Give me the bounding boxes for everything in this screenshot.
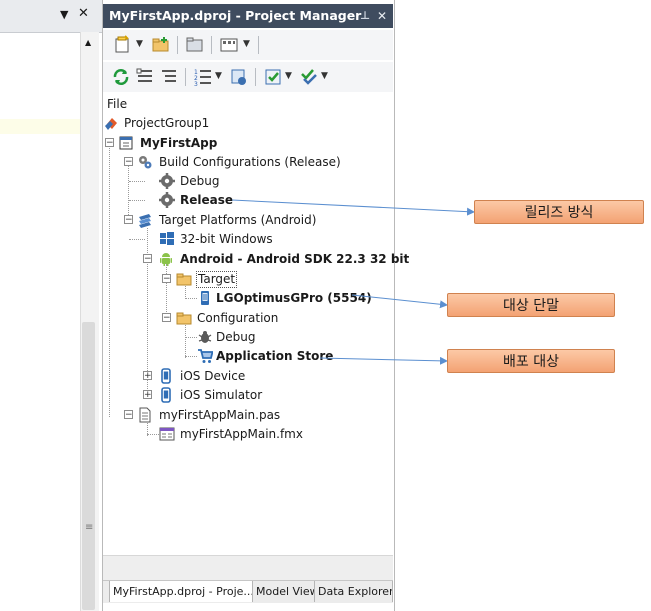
folder-icon — [176, 312, 192, 325]
build-all-icon[interactable] — [299, 67, 319, 87]
toolbar-row-1: ▼ ▼ — [103, 30, 393, 60]
arrow-to-device — [351, 294, 448, 309]
arrow-to-app-store — [319, 356, 448, 365]
deploy-icon[interactable] — [229, 67, 249, 87]
expand-icon[interactable]: + — [143, 390, 152, 400]
tree-guide — [128, 166, 129, 223]
tree-item-label: Release — [180, 193, 234, 207]
tree-item-label: iOS Device — [180, 369, 246, 383]
tab-project-manager[interactable]: MyFirstApp.dproj - Proje... — [109, 581, 253, 602]
expand-all-icon[interactable] — [135, 67, 155, 87]
svg-text:1: 1 — [194, 69, 198, 76]
collapse-icon[interactable]: − — [143, 254, 152, 264]
tree-guide — [185, 322, 186, 358]
tree-item-label: Configuration — [197, 311, 279, 325]
tree-item-label: Build Configurations (Release) — [159, 155, 341, 169]
collapse-icon[interactable]: − — [124, 157, 133, 167]
project-icon — [119, 136, 133, 150]
fmx-form-icon — [159, 427, 175, 441]
dropdown-arrow-icon[interactable]: ▼ — [285, 71, 292, 81]
callout-deploy-target: 배포 대상 — [447, 349, 615, 373]
dropdown-arrow-icon[interactable]: ▼ — [136, 39, 143, 49]
grip-icon: ≡ — [85, 522, 94, 533]
pas-file-icon — [139, 407, 151, 423]
tree-guide — [185, 283, 186, 299]
gears-icon — [139, 156, 152, 169]
collapse-icon[interactable]: − — [124, 215, 133, 225]
collapse-icon[interactable]: − — [162, 313, 171, 323]
arrow-to-release — [231, 199, 475, 216]
device-icon — [201, 291, 209, 305]
expand-icon[interactable]: + — [143, 371, 152, 381]
bottom-tab-bar: MyFirstApp.dproj - Proje... Model View D… — [103, 580, 393, 603]
tree-item-label: myFirstAppMain.pas — [159, 408, 281, 422]
tree-item-label: ProjectGroup1 — [124, 116, 210, 130]
tree-item-label: Application Store — [216, 349, 334, 363]
tree-item-label: Debug — [180, 174, 220, 188]
tree-guide — [147, 420, 148, 436]
sync-icon[interactable] — [111, 67, 131, 87]
tree-guide — [109, 146, 110, 417]
tab-data-explorer[interactable]: Data Explorer — [315, 581, 393, 602]
tree-item-label: MyFirstApp — [140, 136, 218, 150]
folder-icon — [176, 273, 192, 286]
sort-list-icon[interactable]: 123 — [193, 67, 213, 87]
ios-simulator-icon — [161, 387, 171, 403]
dropdown-arrow-icon[interactable]: ▼ — [215, 71, 222, 81]
shopping-cart-icon — [198, 349, 213, 363]
collapse-icon[interactable]: − — [105, 138, 114, 148]
add-folder-icon[interactable] — [151, 35, 171, 55]
remove-icon[interactable] — [185, 35, 205, 55]
tree-item-label: Android - Android SDK 22.3 32 bit — [180, 252, 410, 266]
tab-model-view[interactable]: Model View — [253, 581, 315, 602]
panel-footer-strip — [103, 555, 393, 580]
callout-release: 릴리즈 방식 — [474, 200, 644, 224]
panel-title: MyFirstApp.dproj - Project Manager — [109, 8, 362, 23]
file-column-header: File — [107, 97, 128, 111]
project-manager-titlebar: MyFirstApp.dproj - Project Manager ⊥ ✕ — [103, 4, 393, 28]
tree-item-label: Target Platforms (Android) — [159, 213, 317, 227]
callout-target-device: 대상 단말 — [447, 293, 615, 317]
editor-current-line-highlight — [0, 119, 80, 134]
new-item-icon[interactable] — [113, 35, 133, 55]
svg-text:2: 2 — [194, 75, 198, 82]
tree-item-label: Debug — [216, 330, 256, 344]
scroll-up-icon[interactable]: ▲ — [85, 38, 92, 47]
project-group-icon — [105, 118, 117, 130]
tree-item-label: Target — [196, 271, 238, 288]
left-panel-header: ▼ ✕ — [0, 0, 102, 33]
android-icon — [160, 253, 172, 266]
check-build-icon[interactable] — [263, 67, 283, 87]
tree-item-label: 32-bit Windows — [180, 232, 273, 246]
collapse-icon[interactable]: − — [124, 410, 133, 420]
collapse-icon[interactable]: − — [162, 274, 171, 284]
platforms-icon — [139, 214, 151, 228]
gear-icon — [159, 192, 175, 208]
windows-icon — [160, 232, 174, 245]
tree-guide — [147, 228, 148, 397]
project-manager-panel — [102, 0, 395, 611]
pin-icon[interactable]: ⊥ — [360, 9, 371, 22]
tree-item-label: myFirstAppMain.fmx — [180, 427, 303, 441]
tree-item-label: LGOptimusGPro (5554) — [216, 291, 372, 305]
tree-item-label: iOS Simulator — [180, 388, 263, 402]
close-icon[interactable]: ✕ — [78, 6, 89, 21]
close-icon[interactable]: ✕ — [377, 9, 388, 23]
dropdown-arrow-icon[interactable]: ▼ — [321, 71, 328, 81]
gear-icon — [159, 173, 175, 189]
svg-text:3: 3 — [194, 81, 198, 87]
tree-guide — [166, 264, 167, 322]
dropdown-arrow-icon[interactable]: ▼ — [243, 39, 250, 49]
collapse-all-icon[interactable] — [159, 67, 179, 87]
view-options-icon[interactable] — [219, 35, 239, 55]
bug-icon — [198, 331, 212, 343]
left-scrollbar-thumb[interactable]: ≡ — [82, 322, 95, 610]
ios-device-icon — [161, 368, 171, 384]
chevron-down-icon[interactable]: ▼ — [60, 8, 69, 21]
